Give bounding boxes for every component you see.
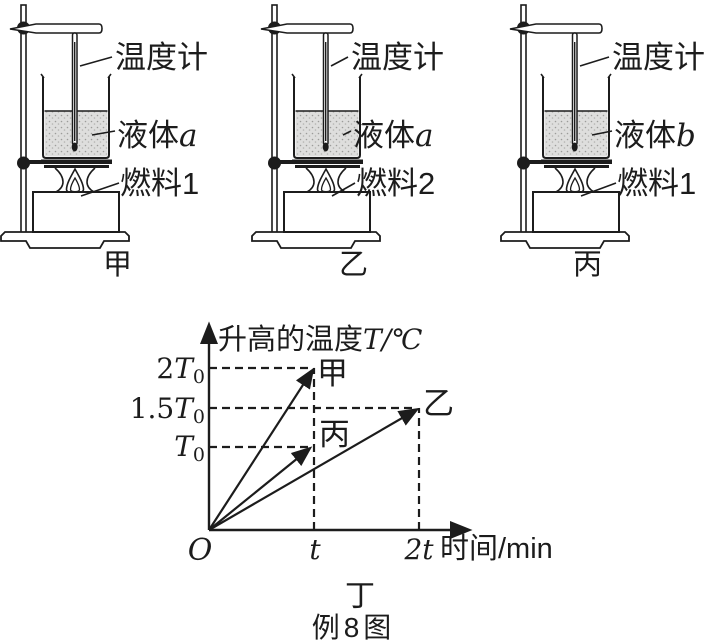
x-axis-title: 时间/min — [440, 532, 553, 565]
series-line-jia — [208, 367, 315, 531]
x-tick-2t: 2t — [403, 533, 434, 566]
fuel-label: 燃料1 — [617, 166, 696, 201]
series-label-jia: 甲 — [317, 356, 348, 391]
y-tick-T0: T0 — [174, 430, 205, 466]
leader-line-thermometer — [579, 56, 610, 67]
series-line-yi — [208, 407, 420, 531]
origin-label: O — [188, 533, 213, 568]
leader-line-fuel — [331, 182, 356, 197]
leader-line-fuel — [80, 182, 120, 197]
y-tick-1.5T0: 1.5T0 — [130, 392, 205, 428]
y-tick-2T0: 2T0 — [156, 352, 205, 388]
apparatus-yi: 温度计 液体a 燃料2 乙 — [236, 0, 473, 280]
figure-caption: 例8图 — [311, 612, 396, 643]
liquid-label: 液体a — [117, 118, 197, 154]
heating-graph: 升高的温度T/℃ 2T0 1.5T0 T0 甲 乙 丙 O t 2t 时间/mi… — [130, 298, 590, 568]
series-label-yi: 乙 — [423, 386, 454, 421]
apparatus-drawing — [500, 4, 630, 249]
apparatus-bing: 温度计 液体b 燃料1 丙 — [470, 0, 707, 280]
liquid-label: 液体b — [614, 118, 696, 154]
thermometer-label: 温度计 — [115, 40, 208, 75]
liquid-label: 液体a — [353, 118, 433, 154]
series-line-bing — [208, 446, 313, 531]
series-label-bing: 丙 — [319, 417, 350, 452]
apparatus-jia: 温度计 液体a 燃料1 甲 — [0, 0, 237, 280]
graph-panel-label: 丁 — [345, 580, 375, 613]
thermometer-label: 温度计 — [351, 40, 444, 75]
leader-line-thermometer — [330, 56, 349, 67]
leader-line-liquid — [342, 130, 352, 136]
fuel-label: 燃料2 — [356, 166, 435, 201]
x-tick-t: t — [309, 533, 321, 566]
fuel-label: 燃料1 — [120, 166, 199, 201]
leader-line-thermometer — [79, 56, 113, 67]
setup-caption-yi: 乙 — [338, 249, 368, 281]
leader-line-fuel — [580, 182, 617, 197]
leader-line-liquid — [591, 130, 613, 136]
thermometer-label: 温度计 — [612, 40, 705, 75]
setup-caption-jia: 甲 — [102, 249, 132, 281]
setup-caption-bing: 丙 — [572, 249, 602, 281]
y-axis-title: 升高的温度T/℃ — [218, 323, 422, 356]
apparatus-drawing — [0, 4, 130, 249]
leader-line-liquid — [91, 130, 116, 136]
